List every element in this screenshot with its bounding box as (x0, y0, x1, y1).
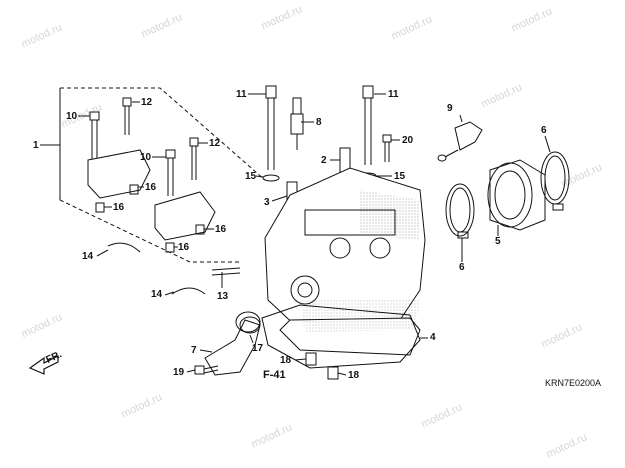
callout-5[interactable]: 5 (495, 236, 501, 247)
callout-4[interactable]: 4 (430, 332, 436, 343)
callout-16b[interactable]: 16 (113, 202, 125, 213)
callout-9[interactable]: 9 (447, 103, 453, 114)
callout-10b[interactable]: 10 (140, 152, 152, 163)
callout-12b[interactable]: 12 (209, 138, 221, 149)
section-reference[interactable]: F-41 (263, 369, 286, 381)
callout-3[interactable]: 3 (264, 197, 270, 208)
callout-6a[interactable]: 6 (541, 125, 547, 136)
callout-11a[interactable]: 11 (236, 89, 247, 100)
callout-10a[interactable]: 10 (66, 111, 78, 122)
bolt-10a (89, 111, 100, 160)
callout-19[interactable]: 19 (173, 367, 185, 378)
callout-8[interactable]: 8 (316, 117, 322, 128)
callout-16c[interactable]: 16 (215, 224, 227, 235)
callout-16d[interactable]: 16 (178, 242, 190, 253)
diagram-code: KRN7E0200A (545, 378, 602, 388)
callout-2[interactable]: 2 (321, 155, 327, 166)
callout-15b[interactable]: 15 (394, 171, 406, 182)
callout-16a[interactable]: 16 (145, 182, 157, 193)
callout-6b[interactable]: 6 (459, 262, 465, 273)
callout-14b[interactable]: 14 (151, 289, 163, 300)
callout-17[interactable]: 17 (252, 343, 264, 354)
callout-15a[interactable]: 15 (245, 171, 257, 182)
callout-11b[interactable]: 11 (388, 89, 399, 100)
callout-14a[interactable]: 14 (82, 251, 94, 262)
callout-7[interactable]: 7 (191, 345, 197, 356)
callout-18b[interactable]: 18 (348, 370, 360, 381)
direction-arrow-icon (28, 355, 59, 375)
callout-18a[interactable]: 18 (280, 355, 292, 366)
bolt-10b (165, 149, 176, 196)
callout-12a[interactable]: 12 (141, 97, 153, 108)
callout-20[interactable]: 20 (402, 135, 414, 146)
callout-1[interactable]: 1 (33, 140, 39, 151)
callout-13[interactable]: 13 (217, 291, 229, 302)
